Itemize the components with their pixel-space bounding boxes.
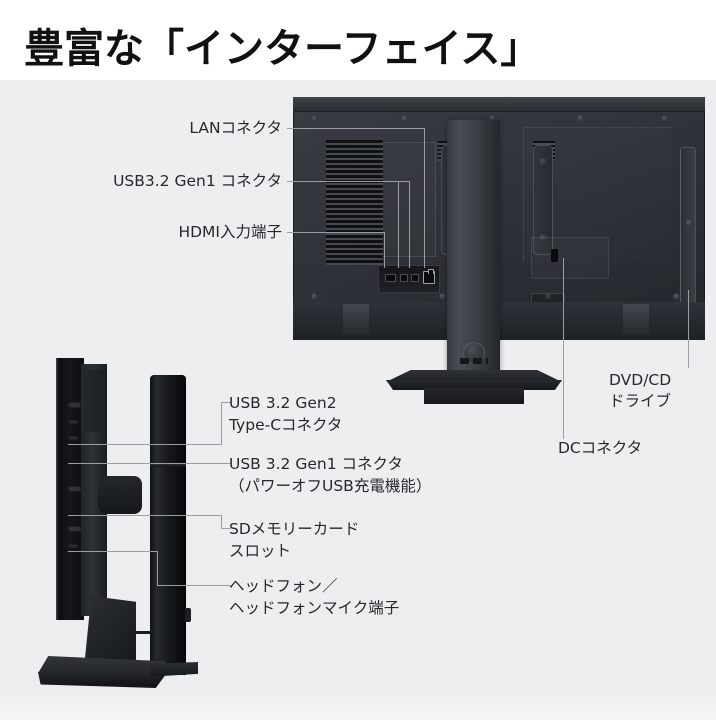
leader-line-usb31-bridge: [398, 181, 410, 182]
screw-icon: [489, 115, 496, 122]
side-stand-neck: [84, 596, 136, 668]
stage-bottom-fade: [0, 694, 716, 720]
dvd-cd-drive-slot: [680, 147, 696, 315]
rear-port-cluster: [378, 265, 440, 293]
callout-label-usb-gen1-line2: （パワーオフUSB充電機能）: [229, 477, 432, 495]
callout-label-sd-line2: スロット: [229, 542, 292, 560]
leader-line-headphone: [68, 551, 158, 552]
side-column-seam: [150, 463, 186, 467]
side-upper-housing: [81, 370, 103, 432]
vesa-mount-plate-right: [533, 145, 553, 255]
callout-label-hdmi: HDMI入力端子: [178, 223, 282, 241]
callout-label-usbc-line1: USB 3.2 Gen2: [229, 394, 337, 412]
callout-label-dvdcd-line1: DVD/CD: [609, 371, 672, 389]
leader-line-headphone-run: [157, 585, 231, 586]
side-port-usb-c: [68, 402, 81, 408]
callout-label-usb32gen1: USB3.2 Gen1 コネクタ: [113, 172, 282, 190]
rear-top-strip: [293, 97, 705, 112]
leader-line-usb-gen1: [68, 463, 231, 464]
rear-highlight: [343, 304, 369, 334]
ventilation-grille: [326, 140, 383, 265]
usb-port: [400, 274, 408, 282]
side-port-usb-a: [68, 420, 78, 424]
stand-base-plate: [424, 388, 524, 404]
leader-line-lan: [287, 128, 425, 129]
callout-label-dc: DCコネクタ: [558, 439, 643, 457]
leader-line-dc: [563, 258, 564, 439]
stand-base-top: [386, 370, 562, 382]
screw-icon: [577, 115, 584, 122]
side-port-headphone: [68, 526, 81, 532]
monitor-side-view: [28, 358, 198, 698]
leader-line-sd-riser: [221, 515, 222, 529]
callout-label-usb-gen1-line1: USB 3.2 Gen1 コネクタ: [229, 455, 403, 473]
screw-icon: [439, 293, 446, 300]
side-port-sd-card: [68, 486, 81, 492]
leader-line-headphone-drop: [157, 551, 158, 586]
screw-icon: [311, 115, 318, 122]
screw-icon: [401, 115, 408, 122]
rear-stand-column: [447, 120, 500, 377]
screw-icon: [311, 293, 318, 300]
dc-connector-port: [551, 249, 558, 262]
lan-rj45-port: [423, 269, 435, 284]
screw-icon: [661, 115, 668, 122]
leader-line-dvdcd: [688, 290, 689, 368]
header-band: [0, 0, 716, 80]
callout-label-dvdcd-line2: ドライブ: [609, 392, 672, 410]
vesa-hole-icon: [538, 234, 548, 243]
leader-line-usbc: [68, 444, 222, 445]
side-base-front: [38, 672, 166, 688]
stand-base-front: [386, 380, 562, 390]
side-column-tab: [185, 608, 191, 622]
screw-icon: [545, 293, 552, 300]
callout-label-headphone-line1: ヘッドフォン／: [229, 577, 338, 595]
leader-line-sd-tip: [221, 528, 231, 529]
callout-label-lan: LANコネクタ: [189, 119, 282, 137]
leader-line-usb31-drop-b: [409, 181, 410, 268]
leader-line-usb31-drop-a: [398, 181, 399, 268]
leader-line-hdmi-drop: [384, 232, 385, 268]
callout-label-usbc-line2: Type-Cコネクタ: [229, 416, 343, 434]
rear-stand-base: [386, 370, 562, 404]
leader-line-lan-drop: [424, 128, 425, 268]
leader-line-usb31: [287, 181, 399, 182]
side-base-arm: [150, 662, 198, 677]
dvd-eject-button-icon: [686, 220, 691, 225]
side-stand-column: [150, 375, 186, 675]
stand-vent-icon: [459, 358, 488, 364]
side-stand-base: [38, 656, 198, 698]
rear-highlight: [623, 304, 649, 334]
vesa-hole-icon: [538, 158, 548, 167]
rear-panel-inset-right: [523, 127, 673, 262]
side-port-headphone-mic: [68, 544, 78, 548]
leader-line-sd: [68, 515, 222, 516]
hdmi-port: [385, 274, 396, 282]
side-stand-hinge: [98, 476, 142, 514]
page-title: 豊富な「インターフェイス」: [24, 26, 541, 72]
leader-line-usbc-riser: [221, 402, 222, 445]
leader-line-hdmi: [287, 232, 385, 233]
dc-port-recess: [531, 237, 609, 279]
callout-label-sd-line1: SDメモリーカード: [229, 520, 360, 538]
side-stand-arm: [132, 631, 158, 634]
side-port-usb-a: [68, 436, 78, 440]
callout-label-headphone-line2: ヘッドフォンマイク端子: [229, 599, 400, 617]
leader-line-usbc-tip: [221, 402, 231, 403]
usb-port: [411, 274, 419, 282]
screw-icon: [673, 293, 680, 300]
